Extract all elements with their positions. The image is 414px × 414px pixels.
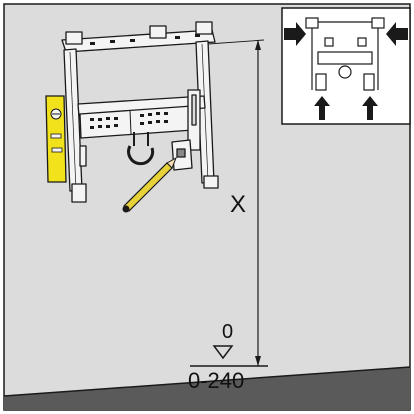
arrow-icon — [362, 96, 378, 120]
adjust-range-label: 0-240 — [188, 368, 244, 393]
pipe-clamp-icon — [127, 132, 155, 166]
triangle-down-icon — [212, 345, 234, 360]
height-variable-label: X — [230, 191, 246, 218]
floor-edge — [3, 366, 411, 397]
arrow-icon — [386, 22, 408, 46]
installation-frame-icon — [61, 21, 219, 203]
arrow-icon — [284, 22, 306, 46]
inset-frame-icon — [305, 17, 385, 91]
floor — [4, 367, 410, 410]
arrow-icon — [314, 96, 330, 120]
inset-detail — [281, 7, 411, 125]
spirit-level-icon — [45, 95, 67, 183]
height-dimension-line — [207, 39, 265, 366]
pencil-icon — [122, 156, 177, 213]
floor-zero-label: 0 — [222, 321, 233, 343]
